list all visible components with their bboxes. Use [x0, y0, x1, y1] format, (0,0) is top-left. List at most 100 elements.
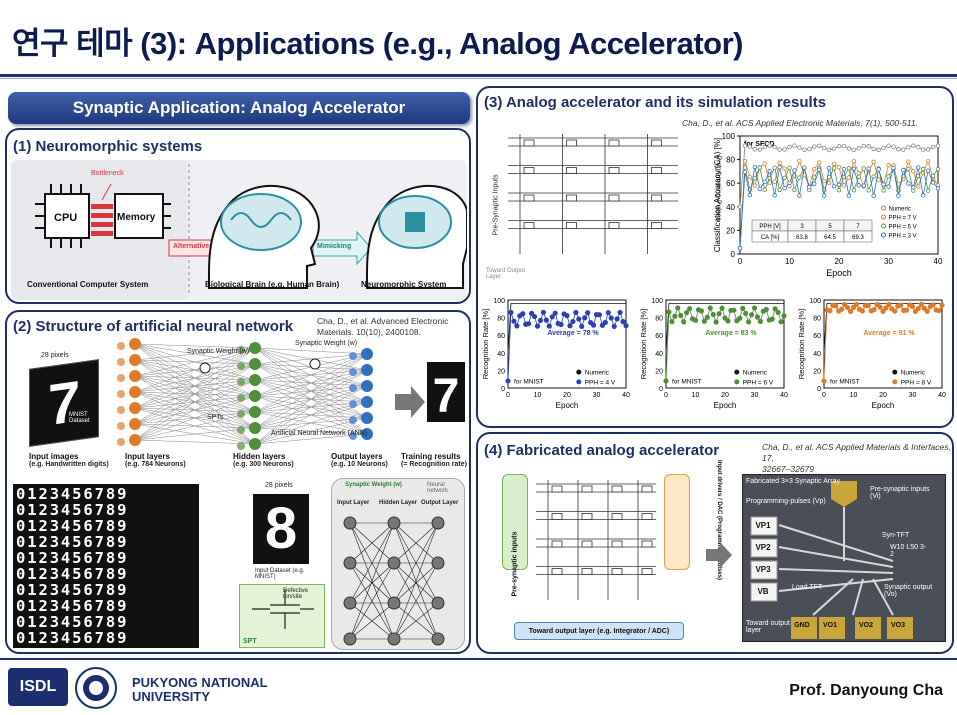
synaptic-transistor-icon [651, 139, 662, 147]
series-point [930, 302, 936, 308]
x-tick-label: 30 [909, 392, 917, 399]
series-point [678, 312, 684, 319]
series-point [797, 158, 802, 164]
series-point [904, 307, 910, 313]
series-point [792, 168, 797, 173]
pre-synaptic-label: Pre-Synaptic Inputs [492, 174, 500, 236]
chip-layout-drawing [750, 481, 913, 639]
left-pad-label: VP1 [755, 520, 771, 530]
series-point [920, 193, 926, 198]
synaptic-transistor-icon [551, 568, 563, 575]
series-point [797, 175, 802, 180]
y-tick-label: 40 [655, 351, 663, 358]
series-point [763, 306, 769, 313]
y-tick-label: 0 [659, 386, 663, 393]
synaptic-output-label: Synaptic output (Vo) [884, 584, 933, 598]
series-point [737, 315, 743, 321]
plot-frame [665, 299, 785, 389]
nn-node [387, 632, 401, 646]
synaptic-transistor-icon [611, 485, 623, 493]
digit-row: 0123456789 [16, 485, 129, 503]
synaptic-transistor-icon [611, 513, 623, 520]
x-tick-label: 0 [664, 392, 668, 399]
nn-node [343, 632, 357, 646]
caption-output-layers: Output layers(e.g. 10 Neurons) [331, 452, 388, 468]
panel2-title: (2) Structure of artificial neural netwo… [13, 318, 294, 335]
series-point [681, 319, 687, 325]
legend-marker [576, 369, 582, 375]
series-point [684, 310, 690, 316]
series-point [841, 143, 847, 149]
series-point [752, 147, 758, 152]
synaptic-transistor-icon [641, 568, 653, 575]
series-point [871, 193, 876, 198]
series-point [747, 192, 753, 198]
toward-output-label: Toward Output Layer [486, 268, 526, 280]
title-divider-thin [0, 78, 957, 79]
series-point [742, 165, 748, 170]
ann-network-diagram: 7 [117, 338, 465, 450]
pixels-28-zoom-label: 28 pixels [265, 482, 293, 489]
legend-marker [892, 369, 898, 375]
series-point [883, 305, 889, 311]
x-axis-label: Epoch [714, 401, 737, 410]
output-neuron [349, 384, 357, 392]
y-tick-label: 60 [726, 179, 735, 188]
caption-row: Input images(e.g. Handwritten digits) In… [29, 452, 469, 474]
synapse-line [134, 347, 256, 361]
series-point [939, 302, 945, 308]
spt-label: SPT [243, 638, 257, 645]
plot-frame [739, 135, 939, 255]
series-point [675, 305, 681, 311]
input-neuron [117, 406, 125, 414]
output-neuron [361, 380, 373, 392]
numeric-series-line [665, 303, 784, 353]
hidden-neuron [249, 422, 261, 434]
series-point [762, 145, 767, 150]
series-point [752, 164, 758, 170]
input-neuron [117, 390, 125, 398]
series-point [821, 378, 827, 384]
legend-label: PPH = 7 V [889, 216, 917, 222]
nn-edge [349, 602, 395, 640]
series-point [851, 166, 857, 171]
series-point [896, 193, 901, 198]
prog-pulses-label: Programming-pulses (Vp) [746, 498, 826, 505]
x-tick-label: 40 [780, 392, 788, 399]
series-point [918, 301, 924, 308]
alternative-label: Alternative [173, 243, 210, 250]
y-tick-label: 20 [655, 368, 663, 375]
series-point [546, 323, 552, 329]
series-point [777, 187, 782, 192]
y-tick-label: 100 [651, 298, 663, 305]
hidden-neuron [237, 410, 245, 418]
series-point [851, 158, 857, 164]
digit-row: 0123456789 [16, 533, 129, 551]
toward-output-layer-label: Toward output layer (e.g. Integrator / A… [528, 627, 670, 635]
series-point [762, 179, 767, 185]
hidden-neuron [237, 394, 245, 402]
isdl-logo-text: ISDL [19, 678, 57, 695]
series-point [777, 165, 782, 170]
synaptic-transistor-icon [523, 194, 535, 202]
series-point [833, 303, 839, 309]
hidden-neuron [237, 442, 245, 450]
caption-brain: Biological Brain (e.g. Human Brain) [205, 280, 340, 289]
table-cell-text: 63.8 [796, 235, 808, 241]
series-point [782, 147, 787, 152]
series-point [901, 167, 906, 173]
x-axis-label: Epoch [556, 401, 579, 410]
series-point [846, 146, 852, 151]
synapse-line [134, 347, 256, 377]
series-point [911, 143, 916, 148]
series-point [812, 166, 817, 172]
y-axis-label: Recognition Rate [%] [639, 309, 648, 379]
input-neuron [117, 374, 125, 382]
series-point [861, 143, 866, 149]
legend-label: Numeric [901, 370, 926, 377]
x-tick-label: 20 [721, 392, 729, 399]
brain-head-icon [207, 184, 320, 289]
series-point [807, 146, 812, 152]
